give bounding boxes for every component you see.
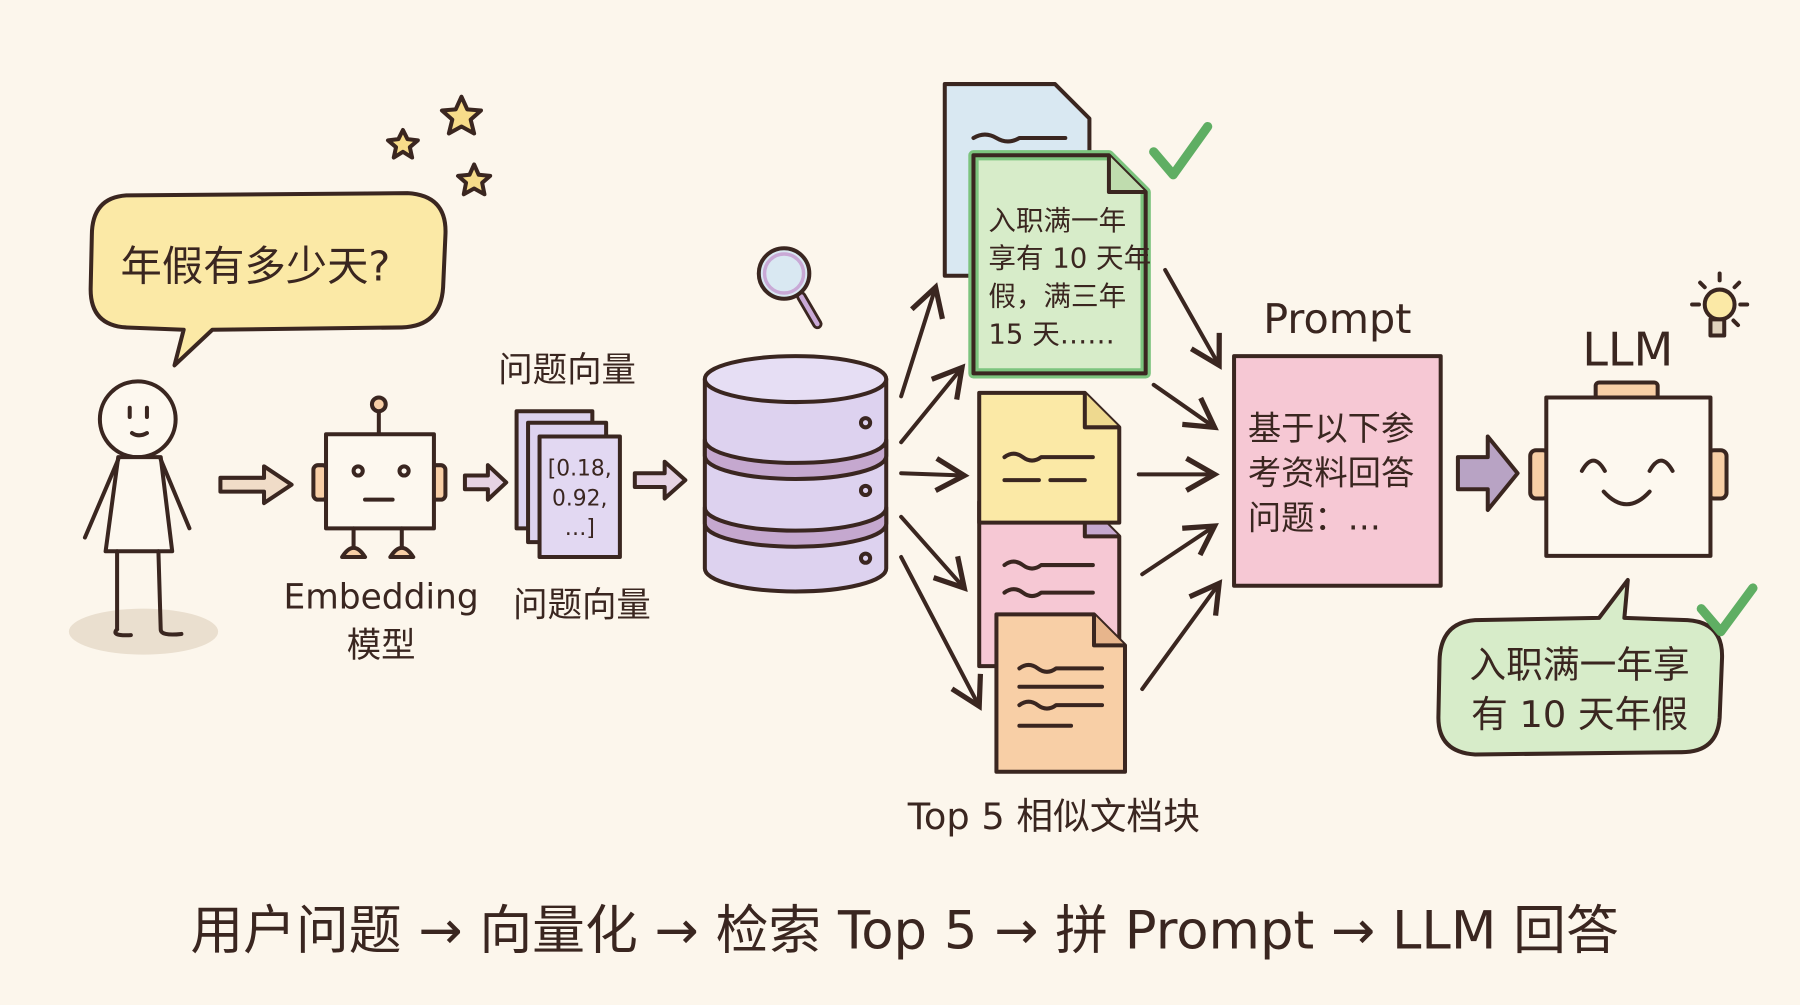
question-text: 年假有多少天? (121, 242, 391, 290)
document-orange (994, 612, 1128, 774)
arrow-to-llm (1455, 434, 1520, 512)
prompt-arrows (1136, 268, 1223, 692)
llm-label: LLM (1582, 322, 1673, 376)
doc-text: 入职满一年 (988, 205, 1126, 237)
document-chunks: 入职满一年 享有 10 天年 假，满三年 15 天…… (942, 82, 1151, 774)
vector-value: 0.92, (552, 486, 607, 511)
answer-bubble: 入职满一年享 有 10 天年假 (1436, 577, 1724, 757)
stars-icon (386, 94, 493, 197)
magnifier-icon (756, 246, 823, 330)
vector-value: …] (565, 516, 595, 541)
prompt-text: 问题：… (1248, 498, 1381, 537)
check-icon (1149, 121, 1213, 180)
answer-text: 入职满一年享 (1469, 644, 1689, 687)
check-icon (1696, 583, 1758, 637)
doc-text: 15 天…… (988, 319, 1114, 351)
retrieval-arrows (899, 282, 984, 711)
question-vector: [0.18, 0.92, …] (514, 409, 622, 560)
answer-text: 有 10 天年假 (1471, 693, 1688, 736)
vector-label-top: 问题向量 (498, 350, 636, 390)
user-figure-icon (68, 379, 219, 655)
arrow-to-vector (462, 463, 509, 502)
lightbulb-icon (1690, 271, 1750, 338)
doc-text: 假，满三年 (988, 281, 1126, 313)
arrow-to-embedding (218, 464, 294, 506)
vector-value: [0.18, (548, 457, 612, 482)
llm-robot-icon (1528, 380, 1729, 558)
arrow-to-database (632, 459, 688, 501)
embedding-label: Embedding (283, 578, 478, 618)
prompt-text: 基于以下参 (1248, 409, 1414, 448)
embedding-model-label: 模型 (347, 626, 416, 666)
doc-text: 享有 10 天年 (988, 243, 1151, 275)
prompt-text: 考资料回答 (1248, 454, 1414, 493)
vector-database-icon (702, 354, 889, 594)
pipeline-caption: 用户问题 → 向量化 → 检索 Top 5 → 拼 Prompt → LLM 回… (190, 900, 1618, 961)
prompt-label: Prompt (1263, 295, 1411, 343)
question-bubble: 年假有多少天? (88, 191, 448, 368)
prompt-box: 基于以下参 考资料回答 问题：… (1232, 354, 1443, 588)
docs-label: Top 5 相似文档块 (907, 795, 1200, 838)
embedding-robot-icon (311, 395, 448, 560)
vector-label-bottom: 问题向量 (513, 586, 651, 626)
